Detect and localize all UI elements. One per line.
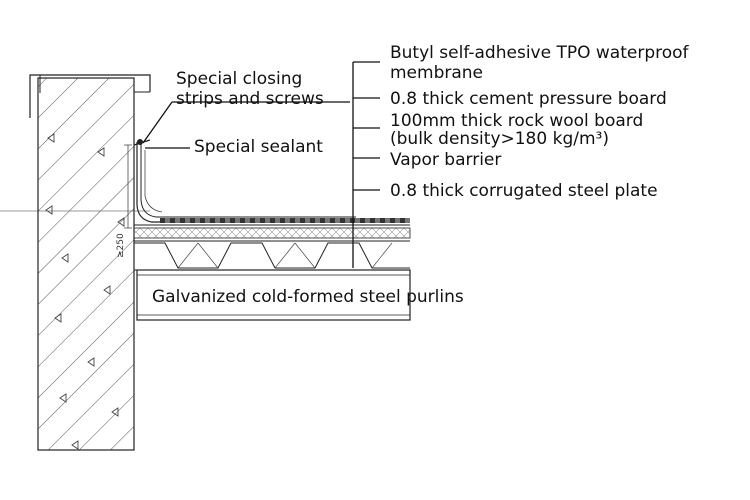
steel-purlin xyxy=(136,269,411,321)
label-closing-strips-1: Special closing xyxy=(176,69,302,89)
parapet-wall xyxy=(29,74,151,451)
annotation-labels: Special closing strips and screws Specia… xyxy=(152,43,690,307)
corrugated-steel-plate xyxy=(134,242,410,269)
label-closing-strips-2: strips and screws xyxy=(176,89,324,109)
label-membrane-1: Butyl self-adhesive TPO waterproof xyxy=(390,43,690,63)
label-sealant: Special sealant xyxy=(194,137,323,157)
label-cement-board: 0.8 thick cement pressure board xyxy=(390,89,667,109)
leader-lines xyxy=(142,61,380,268)
label-rock-wool-1: 100mm thick rock wool board xyxy=(390,111,643,131)
label-membrane-2: membrane xyxy=(390,63,483,83)
upstand-dimension: ≥250 xyxy=(116,144,132,258)
label-rock-wool-2: (bulk density>180 kg/m³) xyxy=(390,129,609,149)
rock-wool-board xyxy=(133,227,411,239)
label-vapor-barrier: Vapor barrier xyxy=(390,150,501,170)
closing-strip xyxy=(133,139,151,146)
label-steel-plate: 0.8 thick corrugated steel plate xyxy=(390,181,658,201)
tpo-membrane xyxy=(160,218,410,223)
concrete-aggregate xyxy=(45,133,125,450)
upstand-height-text: ≥250 xyxy=(116,233,126,258)
roof-build-up xyxy=(133,218,411,271)
label-purlins: Galvanized cold-formed steel purlins xyxy=(152,287,464,307)
upstand-flashing xyxy=(133,139,356,223)
